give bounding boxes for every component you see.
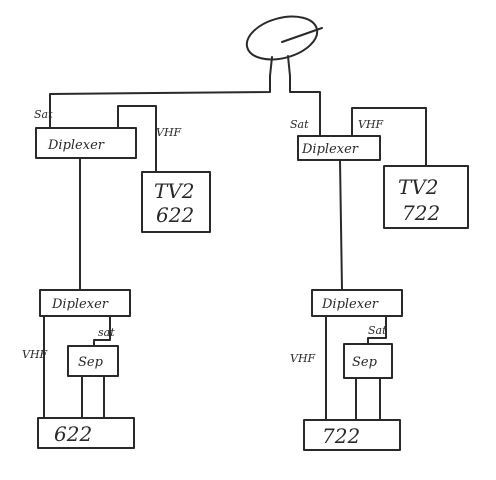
tv2-722-line2: 722 <box>402 201 440 225</box>
receiver-622-label: 622 <box>54 422 92 446</box>
sep-box-right: Sep <box>343 343 393 379</box>
satellite-dish-icon <box>245 15 323 77</box>
tv2-622-box: TV2 622 <box>141 171 211 233</box>
receiver-622-box: 622 <box>37 417 135 449</box>
sep-right-label: Sep <box>352 355 378 370</box>
diplexer-top-left: Diplexer <box>35 127 137 159</box>
vhf-label-top-right: VHF <box>358 118 384 131</box>
dish-feed-lines <box>49 75 321 137</box>
bottom-right-cables <box>325 315 387 421</box>
vhf-cable-top-right <box>351 107 427 167</box>
diplexer-bottom-left: Diplexer <box>39 289 131 317</box>
receiver-722-box: 722 <box>303 419 401 451</box>
diplexer-top-right: Diplexer <box>297 135 381 161</box>
sat-label-top-right: Sat <box>290 118 309 131</box>
diplexer-bottom-left-label: Diplexer <box>51 297 109 312</box>
trunk-cable-right <box>339 159 343 291</box>
bottom-left-cables <box>43 315 111 419</box>
vhf-label-bottom-left: VHF <box>22 348 48 361</box>
vhf-label-top-left: VHF <box>156 126 182 139</box>
tv2-622-line1: TV2 <box>154 179 195 203</box>
tv2-722-box: TV2 722 <box>383 165 469 229</box>
sat-label-top-left: Sat <box>34 108 53 121</box>
vhf-cable-top-left <box>117 105 157 173</box>
diplexer-bottom-right: Diplexer <box>311 289 403 317</box>
sat-label-bottom-left: sat <box>98 326 115 339</box>
sat-label-bottom-right: Sat <box>368 324 387 337</box>
sep-left-label: Sep <box>78 355 104 370</box>
diplexer-top-right-label: Diplexer <box>301 142 359 157</box>
diplexer-top-left-label: Diplexer <box>47 138 105 153</box>
tv2-622-line2: 622 <box>156 203 194 227</box>
sep-box-left: Sep <box>67 345 119 377</box>
vhf-label-bottom-right: VHF <box>290 352 316 365</box>
tv2-722-line1: TV2 <box>398 175 439 199</box>
receiver-722-label: 722 <box>322 424 360 448</box>
diplexer-bottom-right-label: Diplexer <box>321 297 379 312</box>
